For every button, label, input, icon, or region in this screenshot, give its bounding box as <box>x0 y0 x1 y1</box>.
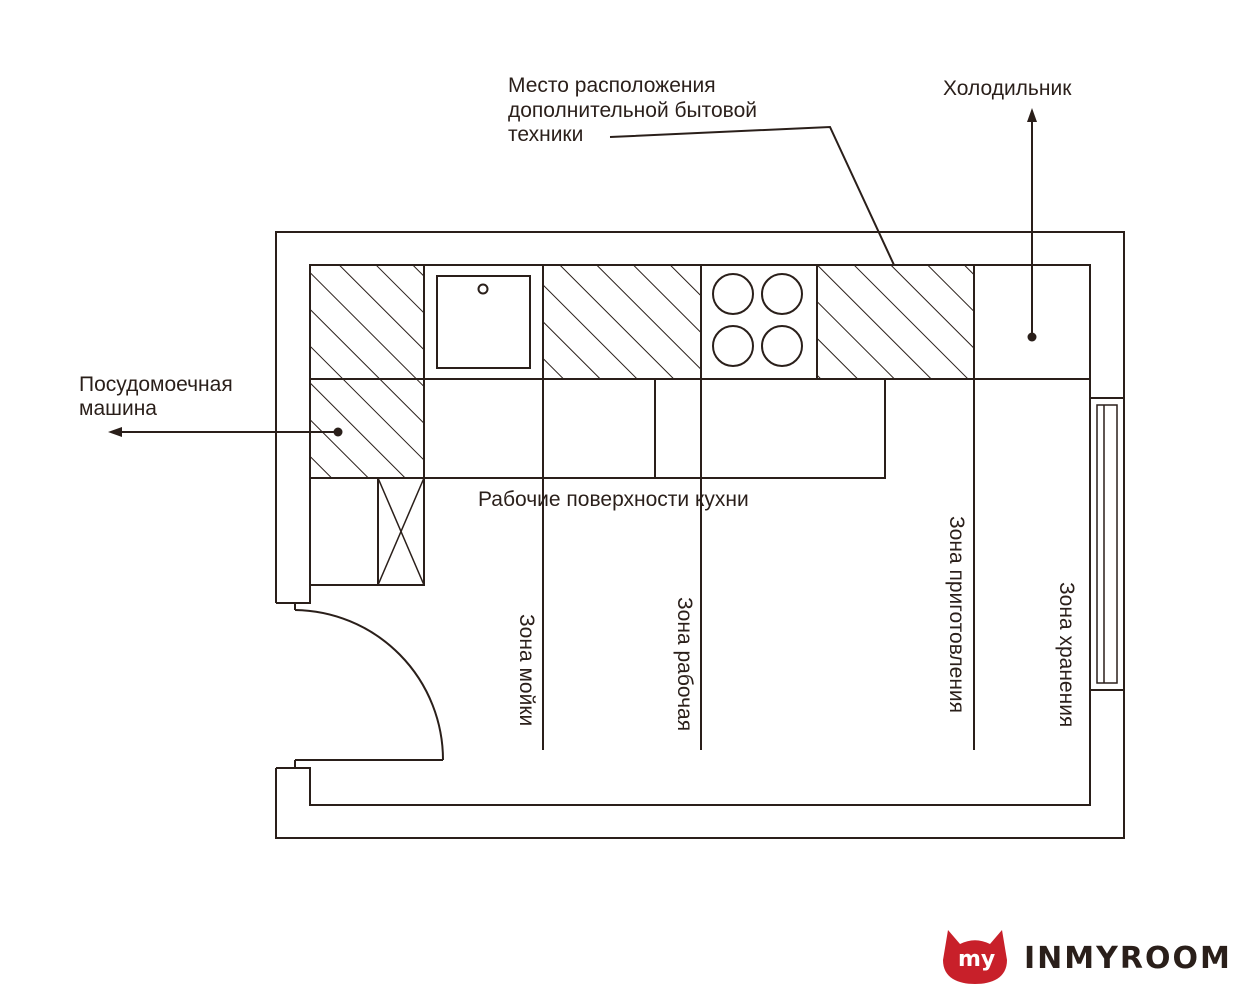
hatched-counter-appliances-2 <box>816 264 975 380</box>
work-table <box>424 379 886 479</box>
label-dishwasher-line-1: Посудомоечная <box>79 373 233 396</box>
label-zone-work: Зона рабочая <box>673 597 696 731</box>
hatched-dishwasher <box>309 378 425 479</box>
cat-head-icon <box>943 930 1007 984</box>
hob <box>712 273 803 367</box>
hatched-counter-corner <box>309 264 425 380</box>
label-zone-store: Зона хранения <box>1055 582 1078 727</box>
brand-name: INMYROOM <box>1024 941 1232 976</box>
label-appliances: Место расположения дополнительной бытово… <box>508 74 763 146</box>
logo-my-text: my <box>958 947 995 972</box>
label-fridge: Холодильник <box>943 77 1072 100</box>
label-appliances-line-2: дополнительной бытовой <box>508 99 757 122</box>
leaders <box>108 108 1037 437</box>
label-appliances-line-3: техники <box>508 123 583 146</box>
countertop-left <box>309 378 425 586</box>
door <box>294 609 444 761</box>
label-dishwasher: Посудомоечная машина <box>79 373 239 420</box>
countertop-top <box>309 264 1091 380</box>
label-appliances-line-1: Место расположения <box>508 74 716 97</box>
label-zone-wash: Зона мойки <box>515 614 538 726</box>
brand-logo: my INMYROOM <box>943 930 1232 984</box>
zone-lines <box>542 379 975 750</box>
label-worktops: Рабочие поверхности кухни <box>478 488 749 511</box>
sink <box>436 275 531 369</box>
label-dishwasher-line-2: машина <box>79 397 157 420</box>
label-zone-cook: Зона приготовления <box>945 516 968 713</box>
window <box>1089 397 1125 691</box>
hatched-counter-appliances-1 <box>542 264 702 380</box>
